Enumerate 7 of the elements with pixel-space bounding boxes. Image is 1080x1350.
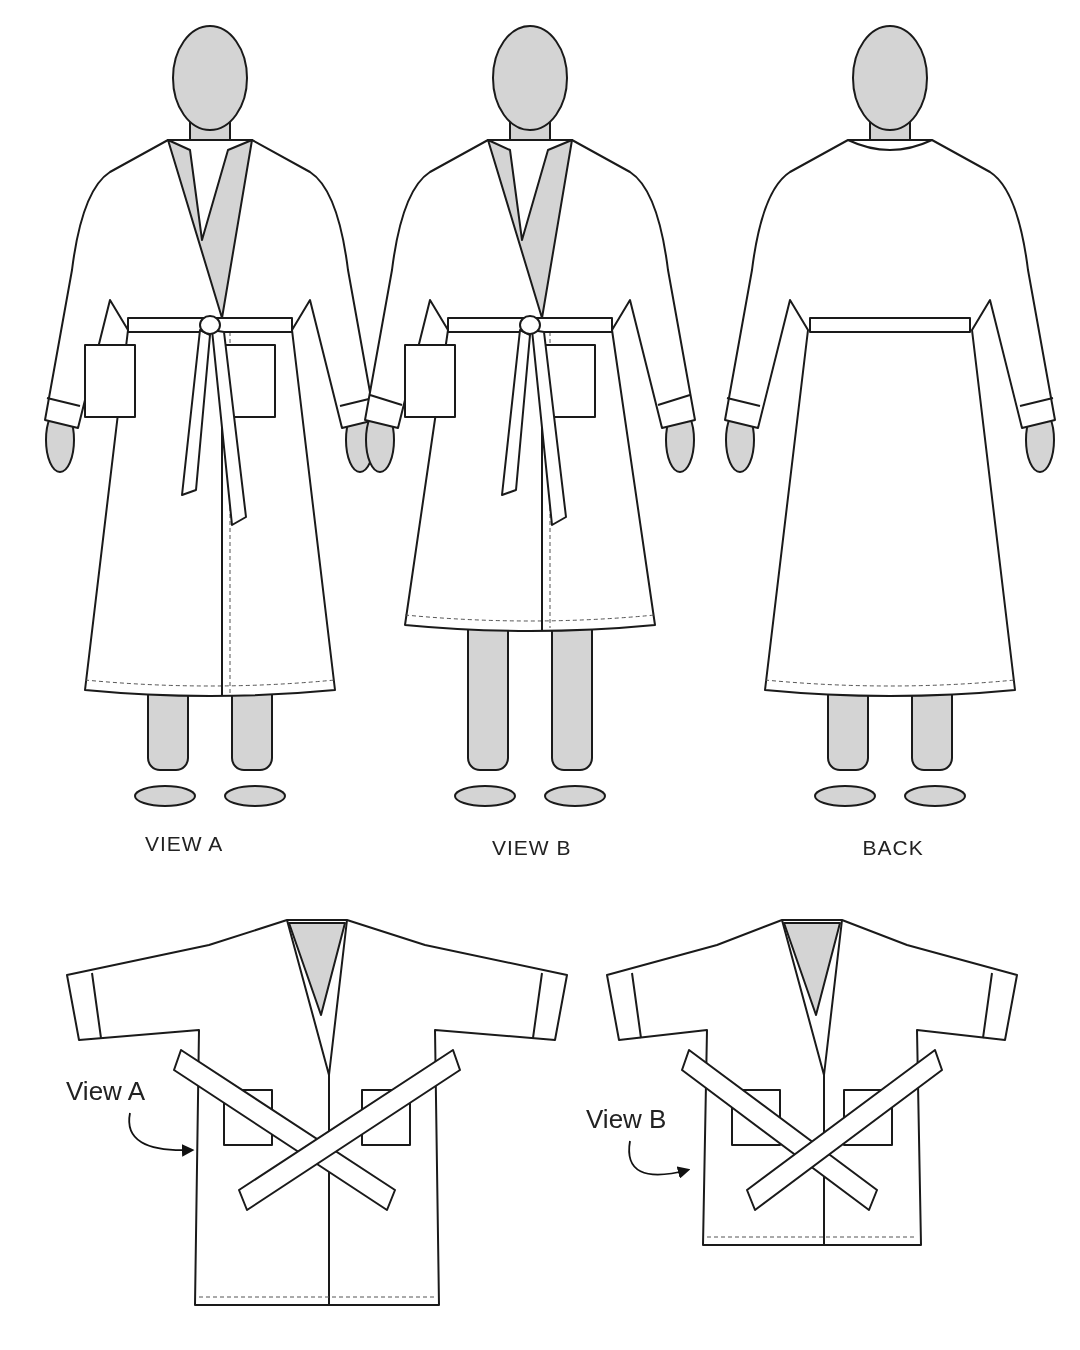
leader-arrow (628, 1140, 691, 1179)
view-caption: VIEW B (492, 836, 572, 860)
view-label: View A (66, 1076, 145, 1107)
leader-arrow (128, 1112, 195, 1157)
view-label: View B (586, 1104, 667, 1135)
view-caption: BACK (862, 836, 924, 860)
view-caption: VIEW A (145, 832, 224, 856)
